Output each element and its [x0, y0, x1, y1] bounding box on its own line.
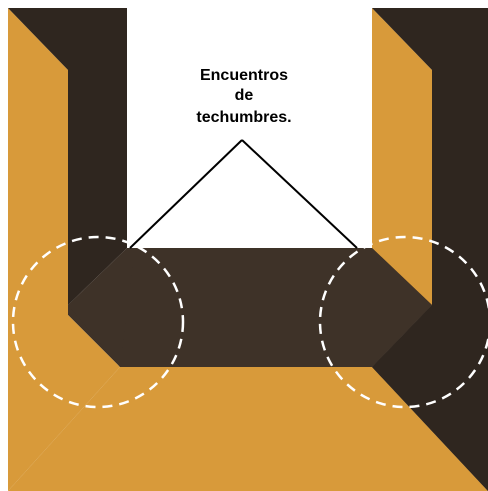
bottom-right-corner-slope: [372, 305, 488, 491]
callout-label-line-2: de: [235, 87, 254, 104]
callout-label-line-3: techumbres.: [196, 109, 291, 126]
left-junction-valley: [68, 248, 135, 367]
right-junction-hip: [355, 248, 432, 367]
left-wing-inner-slope: [8, 8, 127, 305]
bottom-wing-upper-slope: [68, 248, 432, 367]
left-wing-outer-slope: [8, 8, 120, 491]
callout-label-line-1: Encuentros: [200, 67, 288, 84]
right-wing-inner-slope: [372, 8, 432, 305]
leader-line-left: [129, 139, 243, 249]
left-roof-junction-marker: [11, 235, 185, 409]
right-roof-junction-marker: [318, 235, 488, 409]
leader-line-right: [241, 139, 358, 249]
